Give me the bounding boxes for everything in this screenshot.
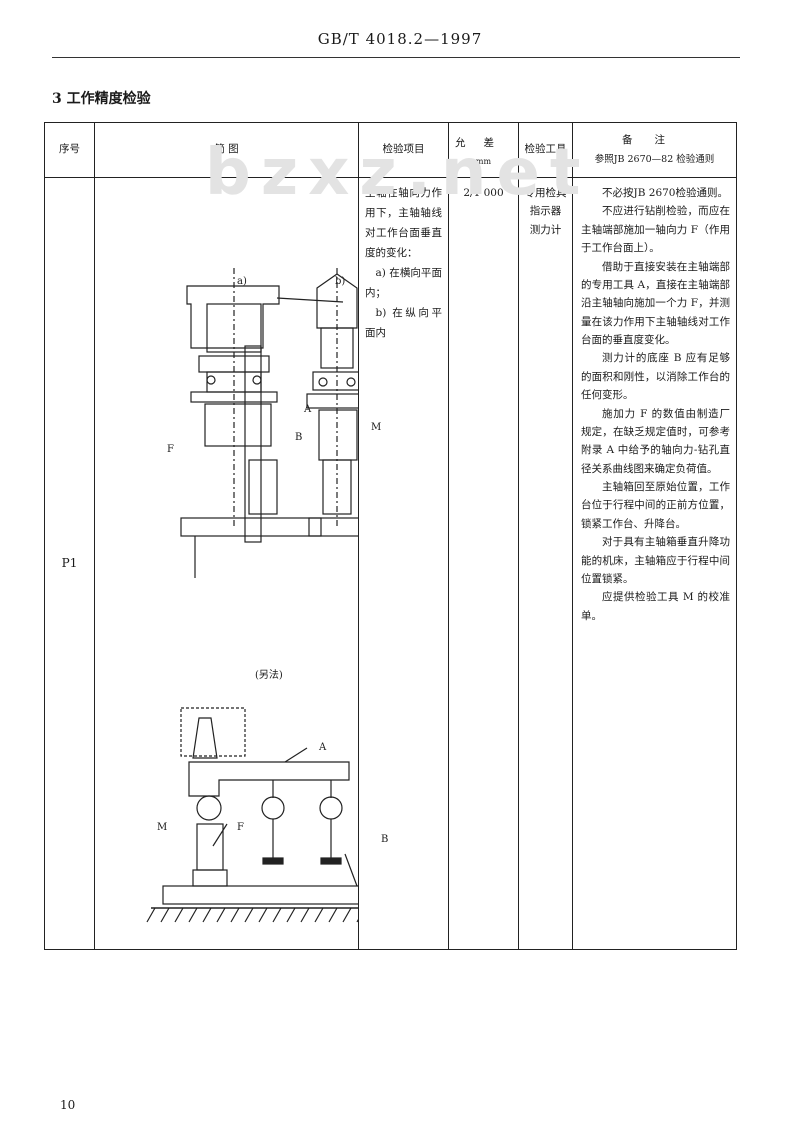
watermark: bzxz.net <box>205 136 591 210</box>
header-figure: 简 图 <box>94 122 359 178</box>
row-number: P1 <box>44 177 95 950</box>
remark-5: 施加力 F 的数值由制造厂规定，在缺乏规定值时，可参考附录 A 中给予的轴向力-… <box>581 407 730 475</box>
header-no: 序号 <box>44 122 95 178</box>
item-line-main: 主轴在轴向力作用下，主轴轴线对工作台面垂直度的变化： <box>365 187 442 259</box>
header-tolerance: 允差 mm <box>448 122 519 178</box>
header-tolerance-unit: mm <box>475 156 492 166</box>
header-remarks-label: 备注 <box>622 134 687 146</box>
header-tolerance-label: 允差 <box>455 137 512 150</box>
tool-dial-indicator: 指示器 <box>529 205 562 218</box>
table-row: P1 <box>44 177 737 950</box>
view-a-drawing <box>180 268 344 578</box>
label-force-f: F <box>167 444 174 455</box>
label-alt-base-b: B <box>381 834 389 845</box>
remark-4: 测力计的底座 B 应有足够的面积和刚性，以消除工作台的任何变形。 <box>581 352 730 402</box>
label-tool-a: A <box>304 404 312 415</box>
item-line-a: a) 在横向平面内； <box>365 266 442 299</box>
remark-3: 借助于直接安装在主轴端部的专用工具 A，直接在主轴端部沿主轴轴向施加一个力 F，… <box>581 260 730 347</box>
label-alt-force-f: F <box>237 822 244 833</box>
remark-2: 不应进行钻削检验，而应在主轴端部施加一轴向力 F（作用于工作台面上）。 <box>581 205 730 255</box>
remarks-cell: 不必按JB 2670检验通则。 不应进行钻削检验，而应在主轴端部施加一轴向力 F… <box>572 177 737 950</box>
figure-cell: a) b) A B M F (另法) A M F B <box>94 177 388 950</box>
tools-cell: 专用检具 指示器 测力计 <box>518 177 573 950</box>
section-title: 3 工作精度检验 <box>52 91 151 107</box>
label-base-b: B <box>295 432 303 443</box>
item-line-b: b) 在纵向平面内 <box>365 306 442 339</box>
remark-1: 不必按JB 2670检验通则。 <box>602 187 728 199</box>
inspection-table: 序号 简 图 检验项目 允差 mm 检验工具 备注 参照JB 2670—82 检… <box>44 122 737 950</box>
label-view-a: a) <box>237 276 247 287</box>
header-tools: 检验工具 <box>518 122 573 178</box>
tool-special-fixture: 专用检具 <box>524 187 567 199</box>
remark-8: 应提供检验工具 M 的校准单。 <box>581 591 730 622</box>
tolerance-cell: 2/1 000 <box>448 177 519 950</box>
table-header-row: 序号 简 图 检验项目 允差 mm 检验工具 备注 参照JB 2670—82 检… <box>44 122 737 178</box>
remark-7: 对于具有主轴箱垂直升降功能的机床，主轴箱应于行程中间位置锁紧。 <box>581 536 730 585</box>
label-alt-method: (另法) <box>255 670 283 681</box>
tool-dynamometer: 测力计 <box>529 223 562 236</box>
label-alt-tool-a: A <box>319 742 327 753</box>
header-remarks-sub: 参照JB 2670—82 检验通则 <box>594 153 715 165</box>
alt-method-drawing <box>146 707 359 923</box>
header-remarks: 备注 参照JB 2670—82 检验通则 <box>572 122 737 178</box>
page-header-standard: GB/T 4018.2—1997 <box>317 30 483 48</box>
view-b-drawing <box>306 268 359 537</box>
remark-6: 主轴箱回至原始位置，工作台位于行程中间的正前方位置，锁紧工作台、升降台。 <box>581 481 730 530</box>
page-number: 10 <box>60 1098 76 1112</box>
label-gauge-m: M <box>371 422 382 433</box>
test-setup-drawing <box>146 268 359 923</box>
inspection-item-cell: 主轴在轴向力作用下，主轴轴线对工作台面垂直度的变化： a) 在横向平面内； b)… <box>358 177 449 950</box>
label-view-b: b) <box>335 276 346 287</box>
label-alt-gauge-m: M <box>157 822 168 833</box>
header-rule <box>52 57 740 58</box>
